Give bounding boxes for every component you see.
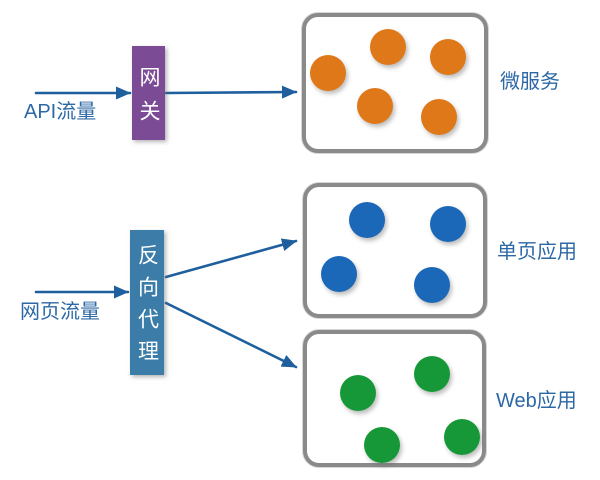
api-traffic-label: API流量 <box>24 101 97 123</box>
web-traffic-label: 网页流量 <box>20 301 100 323</box>
spa-instance-dot <box>414 267 450 303</box>
webapp-label: Web应用 <box>496 390 577 412</box>
spa-instance-dot <box>349 202 385 238</box>
microservice-instance-dot <box>421 99 457 135</box>
proxy-to-spa-arrow <box>164 238 298 279</box>
spa-instance-dot <box>321 256 357 292</box>
reverse-proxy-node: 反向代理 <box>130 230 164 375</box>
microservices-cluster <box>302 13 488 153</box>
webapp-instance-dot <box>364 427 400 463</box>
spa-cluster <box>303 183 487 318</box>
webapp-instance-dot <box>340 375 376 411</box>
gateway-node-label: 网关 <box>137 65 160 134</box>
microservices-label: 微服务 <box>500 71 560 93</box>
webapp-cluster <box>303 330 486 467</box>
proxy-to-webapp-arrow <box>164 301 298 369</box>
microservice-instance-dot <box>357 88 393 124</box>
reverse-proxy-node-label: 反向代理 <box>135 244 159 372</box>
microservice-instance-dot <box>310 55 346 91</box>
microservice-instance-dot <box>370 29 406 65</box>
gateway-to-microservices-arrow <box>164 85 298 99</box>
webapp-instance-dot <box>414 356 450 392</box>
spa-label: 单页应用 <box>497 241 577 263</box>
spa-instance-dot <box>430 206 466 242</box>
microservice-instance-dot <box>430 39 466 75</box>
webapp-instance-dot <box>444 419 480 455</box>
gateway-node: 网关 <box>132 46 165 140</box>
